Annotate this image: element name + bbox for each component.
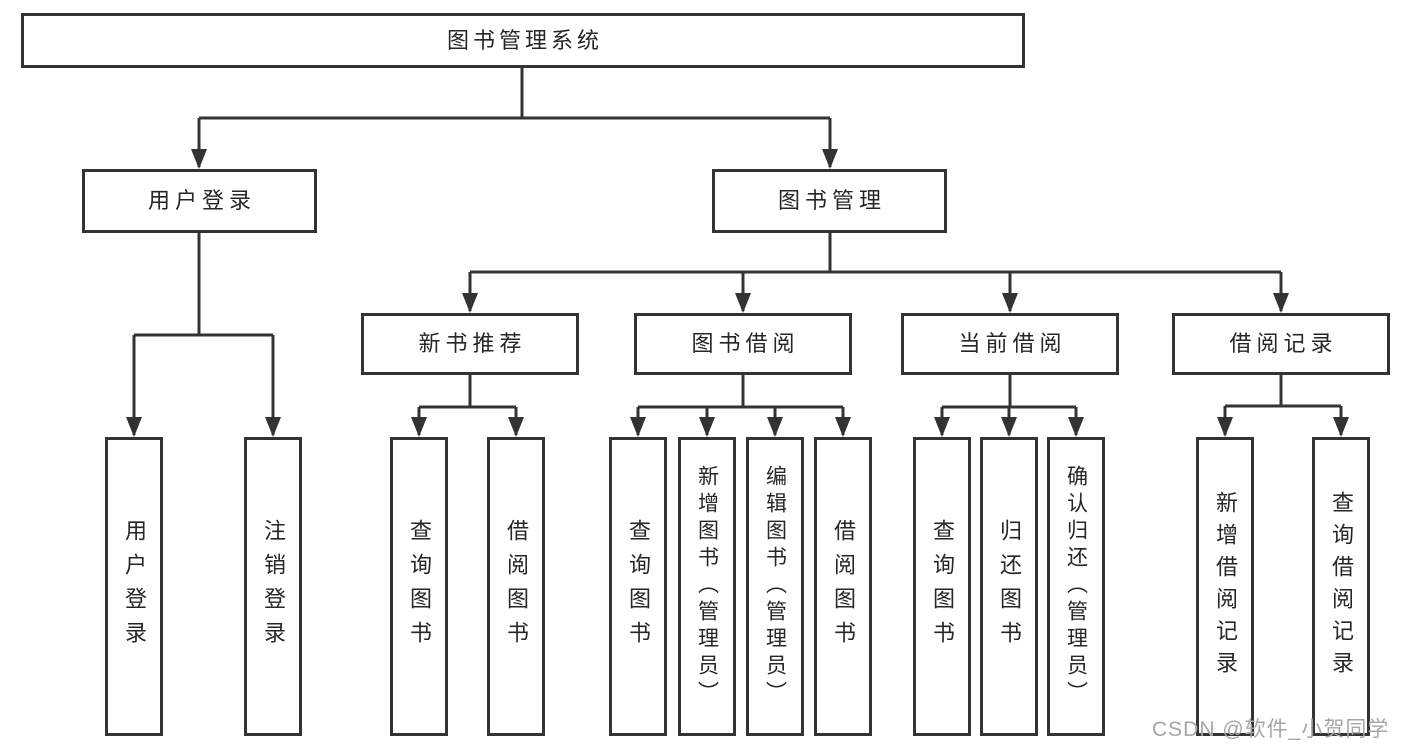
arrow-icon [822,149,838,169]
arrowheads [126,149,1349,437]
leaf-borrow-books-recommend: 借阅图书 [487,437,545,736]
connector-book-borrow-branch [636,375,845,435]
leaf-query-borrow-record: 查询借阅记录 [1312,437,1370,736]
connector-borrow-records-branch [1223,375,1343,435]
connector-new-book-branch [417,375,518,435]
arrow-icon [191,149,207,169]
arrow-icon [735,293,751,313]
arrow-icon [835,417,851,437]
node-book-management: 图书管理 [712,169,947,233]
arrow-icon [1217,417,1233,437]
node-borrow-records: 借阅记录 [1172,313,1390,375]
connector-root-branch [197,68,832,167]
leaf-query-books-current: 查询图书 [913,437,971,736]
leaf-edit-book-admin: 编辑图书（管理员） [746,437,804,736]
arrow-icon [1001,417,1017,437]
node-library-system-root: 图书管理系统 [21,13,1025,68]
leaf-logout: 注销登录 [244,437,302,736]
arrow-icon [508,417,524,437]
connector-book-mgmt-branch [468,233,1283,311]
leaf-return-books: 归还图书 [980,437,1038,736]
leaf-borrow-books: 借阅图书 [814,437,872,736]
csdn-watermark: CSDN @软件_小贺同学 [1152,718,1390,741]
arrow-icon [462,293,478,313]
leaf-confirm-return-admin: 确认归还（管理员） [1047,437,1105,736]
node-book-borrowing: 图书借阅 [634,313,852,375]
leaf-query-books-recommend: 查询图书 [390,437,448,736]
arrow-icon [1333,417,1349,437]
arrow-icon [1068,417,1084,437]
arrow-icon [934,417,950,437]
arrow-icon [411,417,427,437]
leaf-user-login: 用户登录 [105,437,163,736]
arrow-icon [767,417,783,437]
arrow-icon [126,417,142,437]
arrow-icon [1273,293,1289,313]
arrow-icon [1002,293,1018,313]
leaf-add-book-admin: 新增图书（管理员） [678,437,736,736]
connector-user-login-branch [132,233,275,435]
node-current-borrowing: 当前借阅 [901,313,1119,375]
leaf-query-books-borrowing: 查询图书 [609,437,667,736]
leaf-add-borrow-record: 新增借阅记录 [1196,437,1254,736]
arrow-icon [265,417,281,437]
arrow-icon [699,417,715,437]
node-user-login: 用户登录 [82,169,317,233]
arrow-icon [630,417,646,437]
node-new-book-recommend: 新书推荐 [361,313,579,375]
